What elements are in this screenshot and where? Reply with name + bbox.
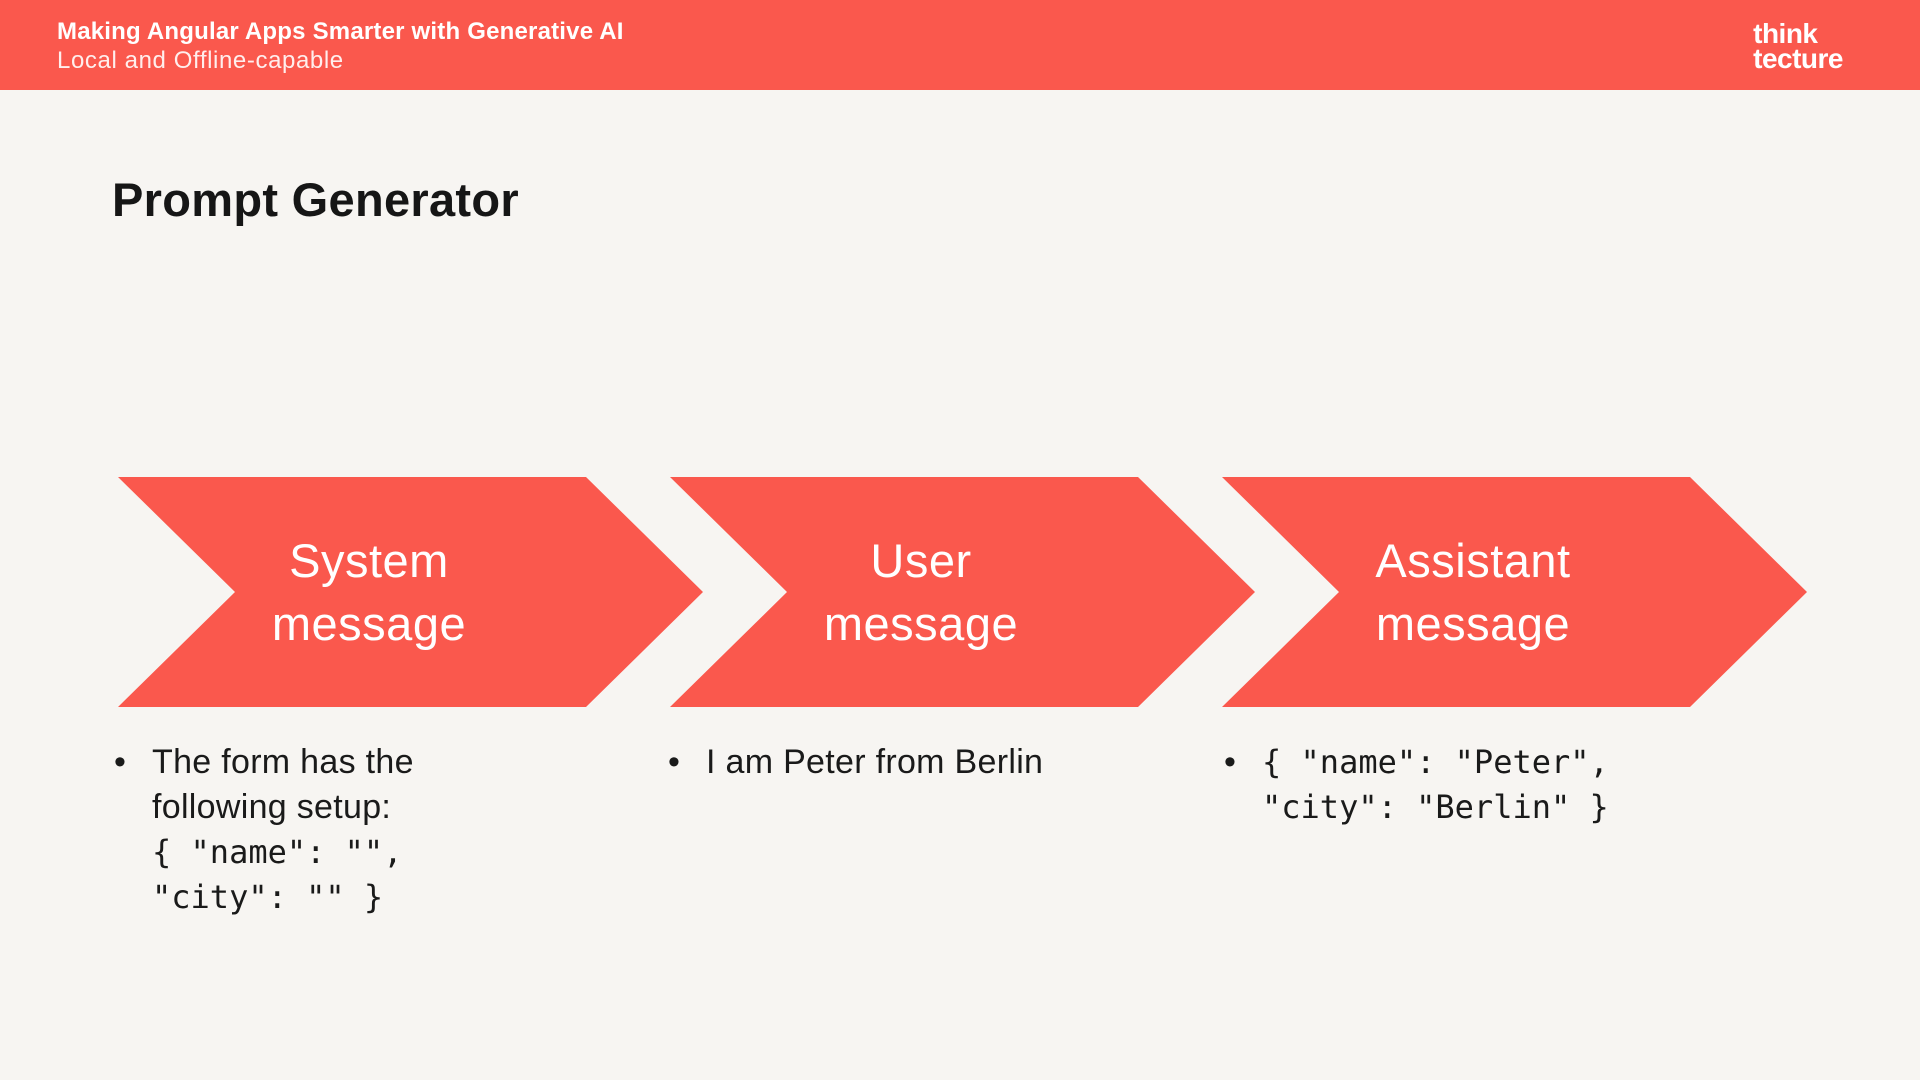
arrow-label-line: System [289,534,449,587]
arrow-label-line: message [823,597,1019,650]
thinktecture-logo: think tecture [1753,18,1843,74]
bullet-text-block: { "name": "Peter", "city": "Berlin" } [1262,740,1784,830]
assistant-message-bullet: • { "name": "Peter", "city": "Berlin" } [1224,740,1784,830]
bullet-code-line: "city": "Berlin" } [1262,788,1609,826]
arrow-label: Assistant message [1222,477,1690,707]
bullet-text-block: I am Peter from Berlin [706,740,1188,785]
arrow-label: User message [670,477,1138,707]
arrow-label-line: Assistant [1375,534,1571,587]
presentation-title: Making Angular Apps Smarter with Generat… [57,18,624,45]
logo-line-1: think [1753,18,1818,49]
user-message-bullet: • I am Peter from Berlin [668,740,1188,785]
chevron-arrow-assistant-message: Assistant message [1222,477,1807,707]
page-title: Prompt Generator [112,173,519,226]
bullet-text-block: The form has the following setup: { "nam… [152,740,574,920]
arrow-label-line: message [1375,597,1571,650]
system-message-bullet: • The form has the following setup: { "n… [114,740,574,920]
bullet-dot: • [668,743,680,781]
chevron-arrow-system-message: System message [118,477,703,707]
arrow-label-line: message [271,597,467,650]
bullet-dot: • [114,743,126,781]
header-text-block: Making Angular Apps Smarter with Generat… [57,16,624,75]
header-bar: Making Angular Apps Smarter with Generat… [0,0,1920,90]
logo-line-2: tecture [1753,43,1843,74]
presentation-subtitle: Local and Offline-capable [57,47,344,74]
bullet-text-line: I am Peter from Berlin [706,743,1044,781]
bullet-text-line: following setup: [152,788,392,826]
arrow-label: System message [118,477,586,707]
bullet-text-line: The form has the [152,743,414,781]
bullet-code-line: { "name": "", [152,833,403,871]
bullet-dot: • [1224,743,1236,781]
bullet-code-line: { "name": "Peter", [1262,743,1609,781]
bullet-code-line: "city": "" } [152,878,384,916]
arrow-label-line: User [870,534,972,587]
chevron-arrow-user-message: User message [670,477,1255,707]
